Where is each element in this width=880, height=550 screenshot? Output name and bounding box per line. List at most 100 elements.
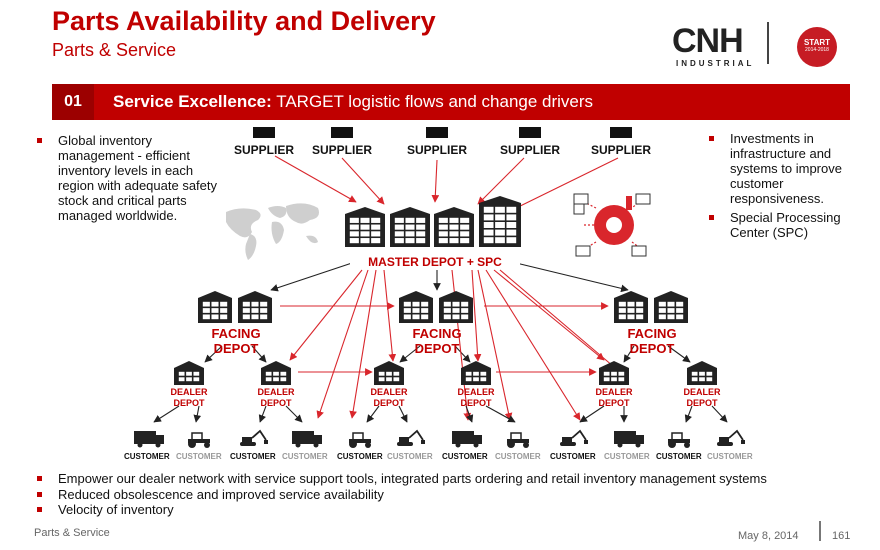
warehouse-window [405,217,415,223]
warehouse-window [452,301,460,307]
tractor-icon [668,432,690,448]
truck-wheel [137,442,143,448]
section-heading: Service Excellence: TARGET logistic flow… [113,84,593,120]
warehouse-window [460,217,470,223]
warehouse-window [449,238,459,244]
warehouse-icon [614,291,648,323]
warehouse-window [416,224,426,230]
customer-label: CUSTOMER [442,452,488,461]
right-bullet-list: Investments in infrastructure and system… [706,131,880,244]
warehouse-window [405,238,415,244]
world-map-icon [226,203,319,260]
warehouse-window [260,308,268,313]
supplier-label: SUPPLIER [406,143,467,157]
bullet-square-icon [37,507,42,512]
section-number: 01 [52,84,94,120]
warehouse-window [452,308,460,313]
truck-box [292,431,314,444]
excavator-track [560,442,576,446]
excavator-track [717,442,733,446]
bullet-square-icon [709,136,714,141]
warehouse-window [438,231,448,237]
page-title: Parts Availability and Delivery [52,6,436,36]
supplier-icon [610,127,632,138]
excavator-icon [717,429,745,446]
warehouse-window [483,214,494,221]
warehouse-window [403,308,411,313]
warehouse-window [186,377,192,382]
warehouse-window [193,377,200,382]
warehouse-window [618,314,626,320]
warehouse-window [260,301,268,307]
truck-wheel [617,442,623,448]
bottom-bullet: Empower our dealer network with service … [34,471,864,487]
warehouse-window [636,308,644,313]
warehouse-window [495,214,505,221]
warehouse-window [658,314,666,320]
excavator-arm [571,429,587,441]
section-heading-rest: TARGET logistic flows and change drivers [276,92,594,111]
supplier-label: SUPPLIER [311,143,372,157]
bottom-bullet-text: Empower our dealer network with service … [58,471,767,486]
warehouse-window [386,377,392,382]
warehouse-icon [687,361,717,385]
warehouse-window [360,224,370,230]
tractor-wheel [507,440,515,448]
warehouse-window [360,231,370,237]
warehouse-window [220,308,228,313]
excavator-icon [397,429,425,446]
tractor-wheel [668,440,676,448]
section-banner [52,84,850,120]
customer-label: CUSTOMER [604,452,650,461]
truck-wheel [313,442,319,448]
flow-arrow [289,269,363,361]
dealer-depot-label: DEALER DEPOT [370,387,408,408]
warehouse-window [416,238,426,244]
warehouse-window [202,301,210,307]
tractor-icon [349,432,371,448]
warehouse-window [393,377,400,382]
warehouse-window [421,301,429,307]
warehouse-window [506,206,517,213]
customer-label: CUSTOMER [230,452,276,461]
warehouse-window [349,231,359,237]
warehouse-window [403,301,411,307]
footer-date: May 8, 2014 [738,530,799,542]
warehouse-window [658,301,666,307]
flow-arrow [366,405,380,423]
warehouse-window [495,222,505,228]
warehouse-window [506,229,517,236]
warehouse-window [506,214,517,221]
warehouse-icon [374,361,404,385]
cnh-logo-subtext: INDUSTRIAL [676,59,755,68]
customer-label: CUSTOMER [124,452,170,461]
cnh-logo: CNH [672,22,744,60]
warehouse-window [371,238,381,244]
warehouse-window [280,371,287,376]
warehouse-window [706,377,713,382]
warehouse-window [465,371,472,376]
warehouse-window [202,314,210,320]
warehouse-window [405,224,415,230]
warehouse-window [378,377,385,382]
truck-cab [156,435,164,444]
excavator-bucket [584,440,588,444]
excavator-arm [728,429,744,441]
warehouse-window [242,301,250,307]
warehouse-window [667,314,675,320]
warehouse-window [658,308,666,313]
warehouse-window [627,308,635,313]
tractor-body [349,439,371,443]
bullet-square-icon [37,491,42,497]
excavator-cab [562,437,572,442]
warehouse-window [360,217,370,223]
warehouse-window [480,377,487,382]
warehouse-window [386,371,392,376]
flow-arrow [153,405,180,423]
dealer-depot-label: DEALER DEPOT [170,387,208,408]
flow-arrow [316,269,369,419]
warehouse-window [251,314,259,320]
warehouse-window [242,308,250,313]
left-bullet-list: Global inventory management - efficient … [34,133,224,223]
